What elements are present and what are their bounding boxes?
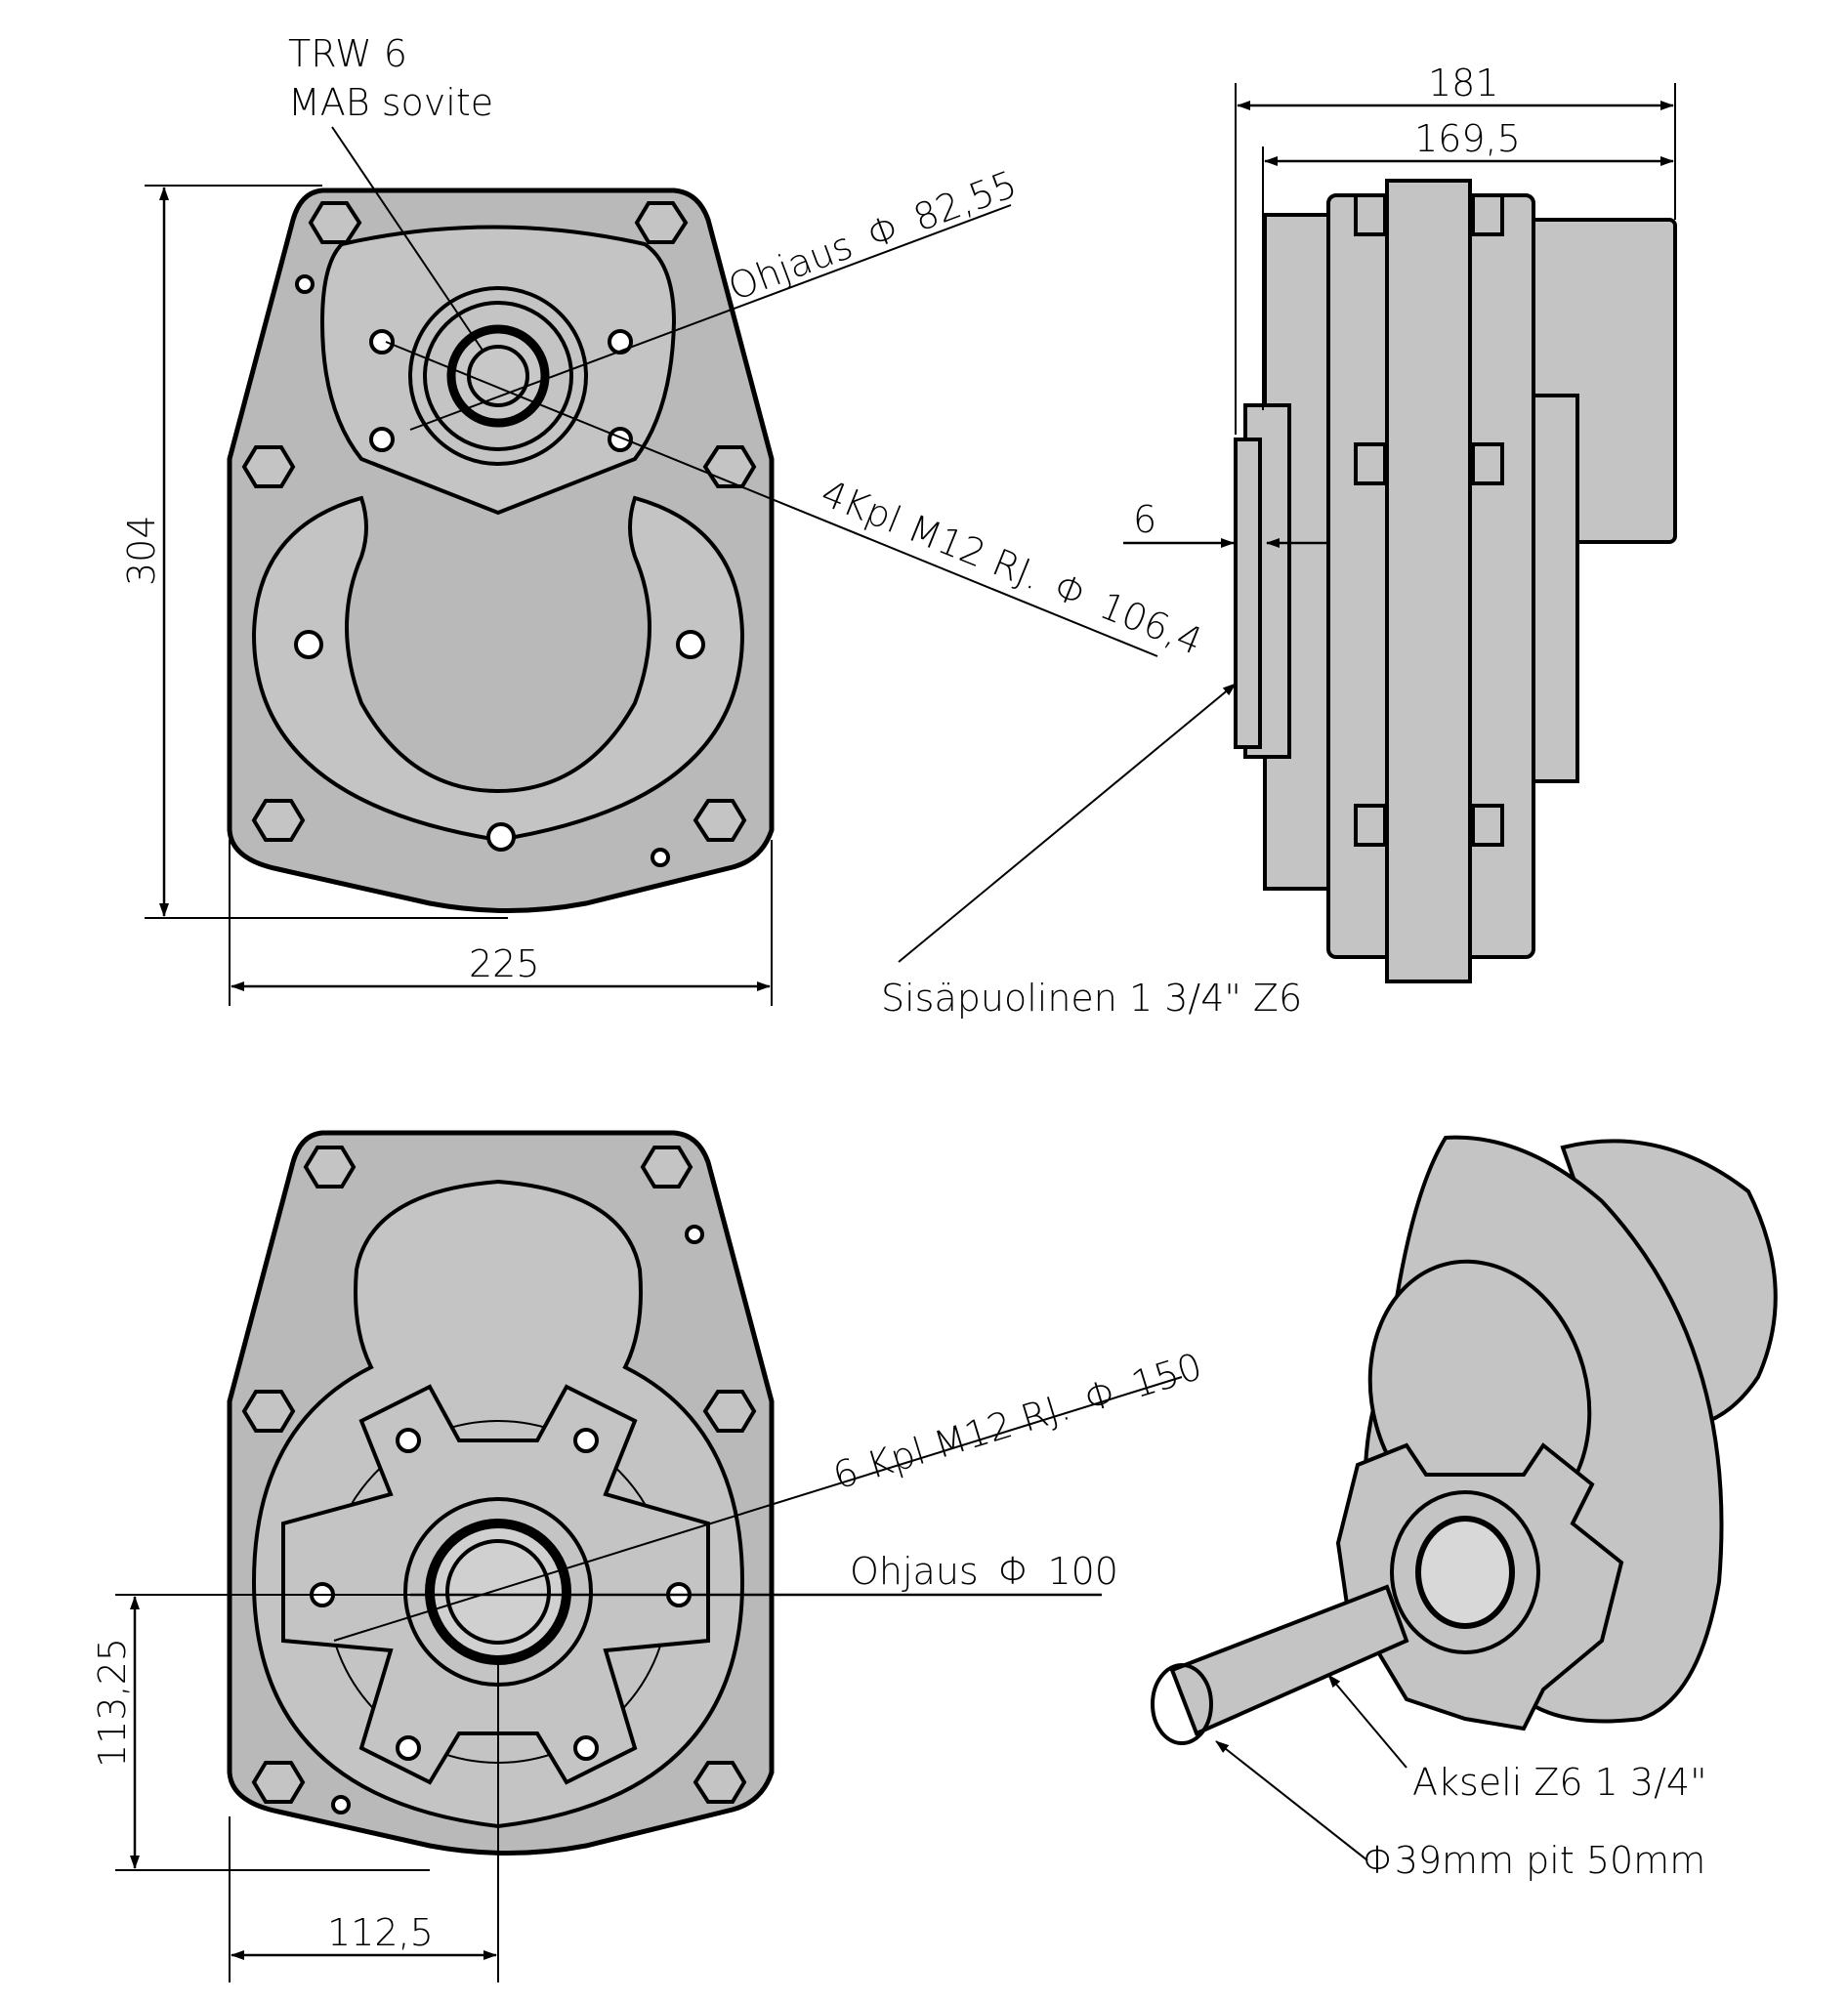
dimension-depth-181 — [1235, 83, 1676, 435]
leader-bolt-106 — [385, 341, 1158, 657]
callout-pilot-82: OhjausΦ82,55 — [723, 162, 1023, 309]
front-view-top — [227, 188, 775, 913]
dim-181-label: 181 — [1428, 62, 1499, 104]
leader-bore — [898, 683, 1237, 963]
leader-bolt-150 — [333, 1376, 1183, 1642]
isometric-view — [1151, 1135, 1778, 1745]
svg-text:OhjausΦ82,55: OhjausΦ82,55 — [723, 162, 1023, 309]
leader-shaft — [1327, 1674, 1407, 1769]
dim-6-label: 6 — [1133, 498, 1156, 541]
callout-shaft: Akseli Z6 1 3/4" — [1412, 1761, 1707, 1804]
dimension-shaft-offset — [229, 1660, 499, 1982]
dim-112-label: 112,5 — [327, 1911, 434, 1954]
callout-bore: Sisäpuolinen 1 3/4" Z6 — [881, 977, 1302, 1020]
side-view — [1234, 179, 1677, 983]
dimension-height-304 — [145, 185, 508, 919]
dim-225-label: 225 — [469, 942, 540, 985]
dimension-shaft-height — [115, 1594, 430, 1871]
dim-169-label: 169,5 — [1414, 117, 1521, 160]
callout-adapter-line1: TRW 6 — [288, 32, 407, 75]
callout-shaft-end: Φ39mm pit 50mm — [1363, 1839, 1705, 1882]
front-view-bottom — [227, 1130, 775, 1856]
dim-304-label: 304 — [120, 515, 163, 586]
leader-shaft-end — [1215, 1740, 1368, 1861]
dim-113-label: 113,25 — [91, 1638, 134, 1768]
leader-adapter — [331, 126, 484, 353]
dimension-width-225 — [229, 840, 773, 1006]
callout-adapter-line2: MAB sovite — [288, 81, 493, 124]
